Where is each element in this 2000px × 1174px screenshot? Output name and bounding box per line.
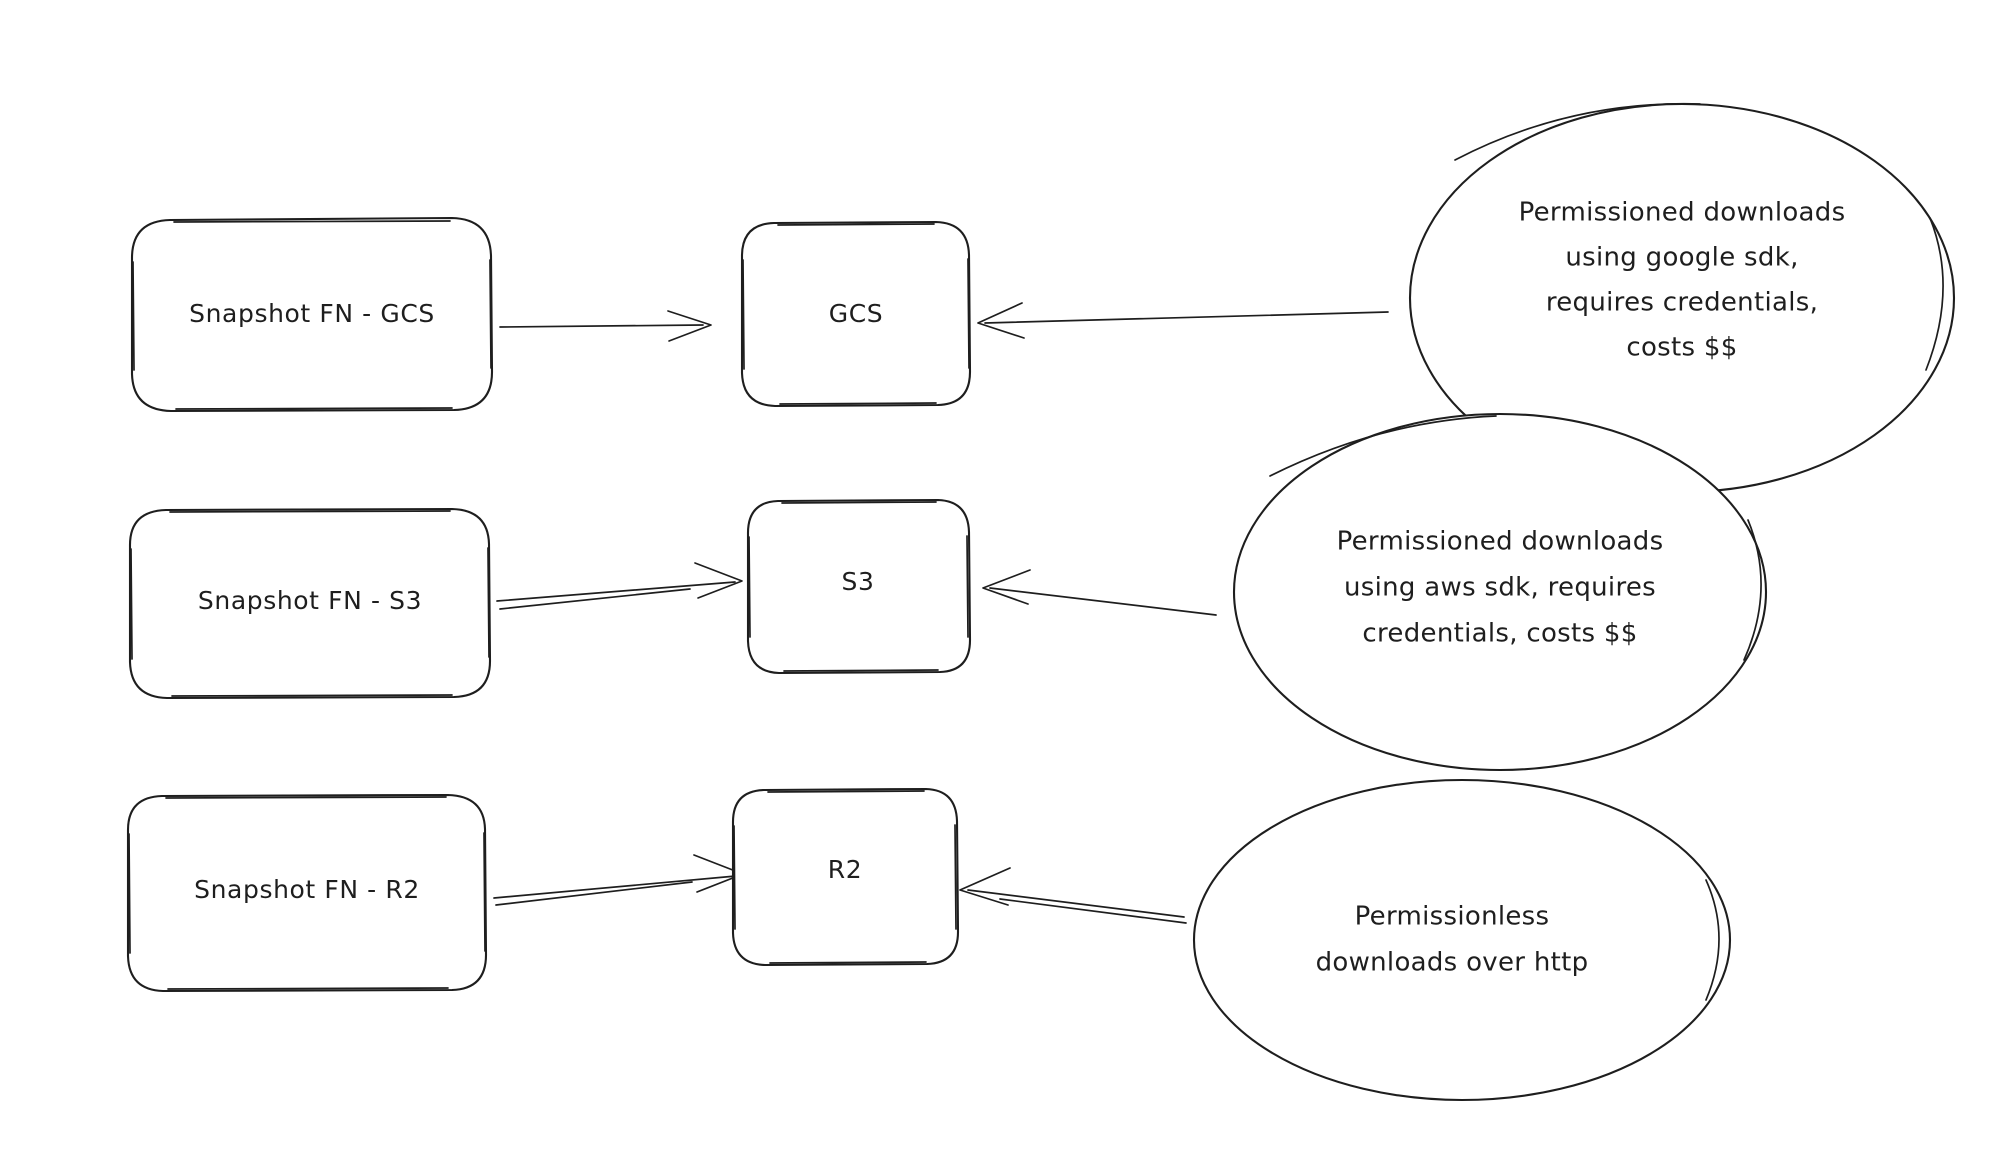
row-gcs: Snapshot FN - GCS GCS — [130, 102, 1956, 494]
note-gcs-line-3: requires credentials, — [1546, 288, 1818, 318]
edge-snapshot-fn-s3-to-s3 — [496, 562, 743, 610]
node-s3[interactable]: S3 — [746, 498, 972, 675]
node-label-snapshot-fn-gcs: Snapshot FN - GCS — [189, 299, 435, 328]
node-label-gcs: GCS — [829, 299, 884, 328]
note-gcs-line-2: using google sdk, — [1565, 243, 1798, 273]
note-gcs[interactable]: Permissioned downloads using google sdk,… — [1408, 102, 1956, 494]
node-label-s3: S3 — [842, 567, 875, 596]
note-s3-line-3: credentials, costs $$ — [1362, 619, 1637, 649]
note-gcs-line-4: costs $$ — [1626, 333, 1737, 363]
node-label-snapshot-fn-s3: Snapshot FN - S3 — [198, 586, 422, 615]
row-s3: Snapshot FN - S3 S3 — [128, 412, 1768, 772]
edge-snapshot-fn-r2-to-r2 — [493, 854, 744, 906]
node-gcs[interactable]: GCS — [740, 220, 972, 408]
note-r2-line-1: Permissionless — [1355, 902, 1550, 932]
row-r2: Snapshot FN - R2 R2 — [126, 778, 1732, 1102]
edge-note-s3-to-s3 — [982, 569, 1217, 616]
node-r2[interactable]: R2 — [731, 787, 960, 967]
node-snapshot-fn-s3[interactable]: Snapshot FN - S3 — [128, 507, 492, 700]
node-snapshot-fn-gcs[interactable]: Snapshot FN - GCS — [130, 216, 494, 413]
note-s3[interactable]: Permissioned downloads using aws sdk, re… — [1232, 412, 1768, 772]
edge-note-r2-to-r2 — [959, 867, 1187, 924]
edge-note-gcs-to-gcs — [977, 302, 1389, 339]
node-label-r2: R2 — [828, 855, 862, 884]
note-s3-line-2: using aws sdk, requires — [1344, 573, 1656, 603]
note-gcs-line-1: Permissioned downloads — [1519, 198, 1846, 228]
note-r2-line-2: downloads over http — [1316, 948, 1589, 978]
node-label-snapshot-fn-r2: Snapshot FN - R2 — [194, 875, 420, 904]
note-r2[interactable]: Permissionless downloads over http — [1192, 778, 1732, 1102]
node-snapshot-fn-r2[interactable]: Snapshot FN - R2 — [126, 793, 488, 993]
note-s3-line-1: Permissioned downloads — [1337, 527, 1664, 557]
edge-snapshot-fn-gcs-to-gcs — [499, 310, 712, 342]
